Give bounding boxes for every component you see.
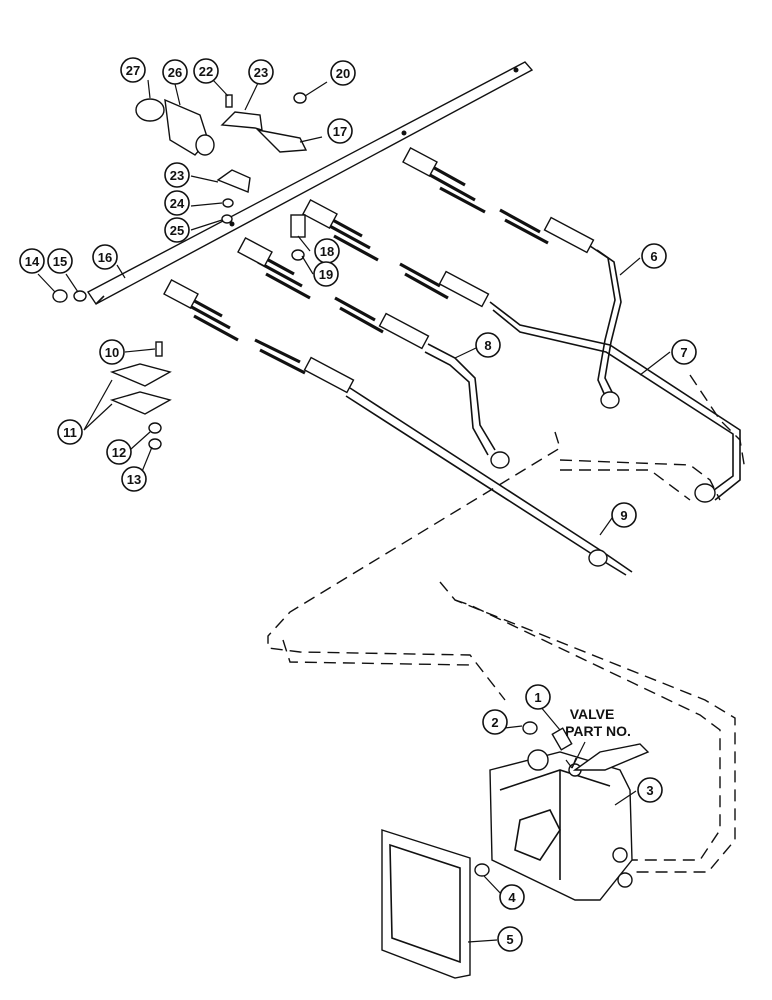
note-line-2: PART NO. xyxy=(565,723,631,739)
svg-text:3: 3 xyxy=(646,783,653,798)
callout-17: 17 xyxy=(327,118,353,144)
svg-text:17: 17 xyxy=(333,124,347,139)
small-parts xyxy=(52,92,308,450)
hose-9 xyxy=(163,278,633,576)
svg-text:10: 10 xyxy=(105,345,119,360)
callout-13: 13 xyxy=(121,466,147,492)
callout-9: 9 xyxy=(611,502,637,528)
hose-6 xyxy=(402,146,622,409)
svg-text:5: 5 xyxy=(506,932,513,947)
callout-6: 6 xyxy=(641,243,667,269)
callout-23a: 23 xyxy=(248,59,274,85)
callout-12: 12 xyxy=(106,439,132,465)
svg-text:20: 20 xyxy=(336,66,350,81)
callout-23b: 23 xyxy=(164,162,190,188)
svg-text:18: 18 xyxy=(320,244,334,259)
callout-26: 26 xyxy=(162,59,188,85)
callout-19: 19 xyxy=(313,261,339,287)
svg-text:13: 13 xyxy=(127,472,141,487)
leader-lines xyxy=(37,79,671,943)
callout-16: 16 xyxy=(92,244,118,270)
callout-4: 4 xyxy=(499,884,525,910)
svg-text:6: 6 xyxy=(650,249,657,264)
hose-7 xyxy=(302,198,741,503)
svg-text:11: 11 xyxy=(63,425,77,440)
svg-text:25: 25 xyxy=(170,223,184,238)
callout-25: 25 xyxy=(164,217,190,243)
svg-text:22: 22 xyxy=(199,64,213,79)
callout-7: 7 xyxy=(671,339,697,365)
callout-27: 27 xyxy=(120,57,146,83)
callout-24: 24 xyxy=(164,190,190,216)
callout-10: 10 xyxy=(99,339,125,365)
control-valve xyxy=(474,721,650,901)
svg-text:19: 19 xyxy=(319,267,333,282)
callout-20: 20 xyxy=(330,60,356,86)
svg-text:26: 26 xyxy=(168,65,182,80)
svg-text:24: 24 xyxy=(170,196,185,211)
callout-2: 2 xyxy=(482,709,508,735)
svg-text:23: 23 xyxy=(254,65,268,80)
svg-text:8: 8 xyxy=(484,338,491,353)
callout-18: 18 xyxy=(314,238,340,264)
hose-8 xyxy=(237,236,510,469)
svg-text:4: 4 xyxy=(508,890,516,905)
callout-11: 11 xyxy=(57,419,83,445)
valve-part-note: VALVE PART NO. xyxy=(565,706,631,769)
svg-text:23: 23 xyxy=(170,168,184,183)
callout-1: 1 xyxy=(525,684,551,710)
svg-text:15: 15 xyxy=(53,254,67,269)
svg-text:27: 27 xyxy=(126,63,140,78)
svg-text:9: 9 xyxy=(620,508,627,523)
note-line-1: VALVE xyxy=(570,706,615,722)
callout-8: 8 xyxy=(475,332,501,358)
dashed-routing xyxy=(267,374,746,873)
svg-text:14: 14 xyxy=(25,254,40,269)
callout-14: 14 xyxy=(19,248,45,274)
svg-text:16: 16 xyxy=(98,250,112,265)
callout-15: 15 xyxy=(47,248,73,274)
svg-text:2: 2 xyxy=(491,715,498,730)
mounting-bar xyxy=(86,61,534,305)
svg-text:7: 7 xyxy=(680,345,687,360)
gasket xyxy=(381,829,471,979)
callout-22: 22 xyxy=(193,58,219,84)
svg-text:1: 1 xyxy=(534,690,541,705)
callout-3: 3 xyxy=(637,777,663,803)
callout-5: 5 xyxy=(497,926,523,952)
svg-text:12: 12 xyxy=(112,445,126,460)
